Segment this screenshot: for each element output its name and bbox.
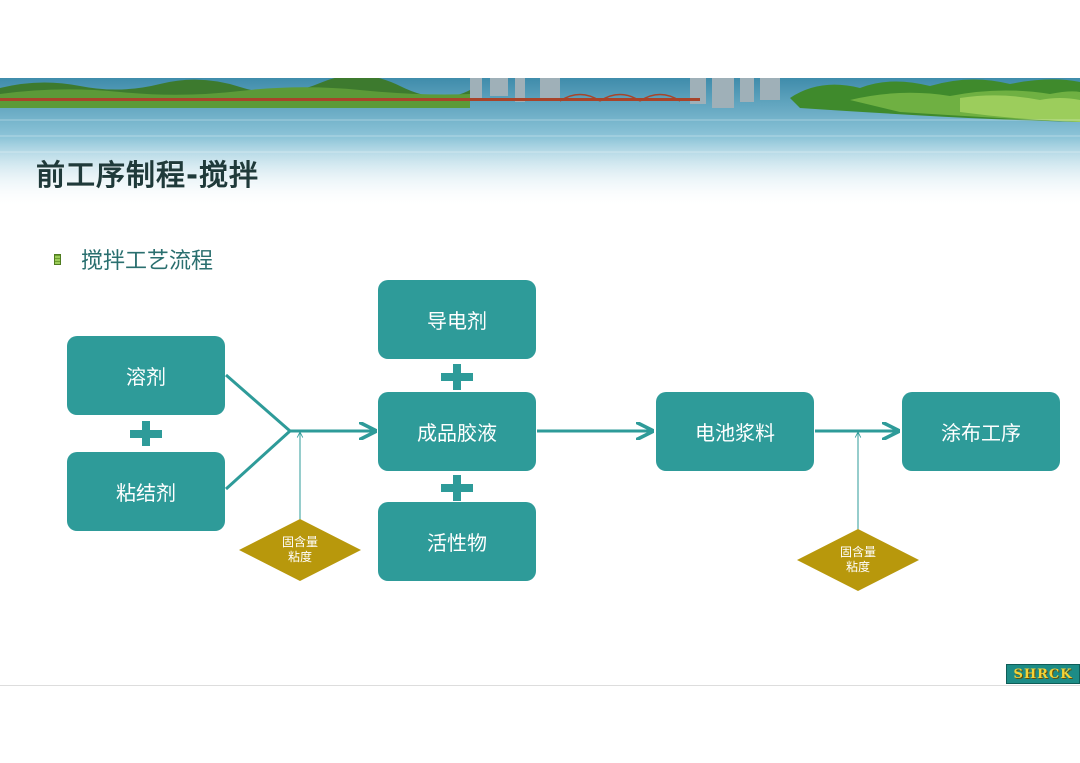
header-banner (0, 78, 1080, 208)
binder-connector (224, 429, 292, 491)
plus-icon (130, 421, 162, 446)
company-logo: SHRCK (1006, 664, 1080, 684)
right-check-label: 固含量 粘度 (797, 545, 919, 575)
river-city-scenery (0, 78, 1080, 208)
page-title: 前工序制程-搅拌 (36, 158, 260, 192)
viscosity-label: 粘度 (845, 560, 870, 574)
binder-box: 粘结剂 (67, 452, 225, 531)
battery-slurry-box: 电池浆料 (656, 392, 814, 471)
solid-content-label: 固含量 (281, 535, 318, 549)
coating-process-box: 涂布工序 (902, 392, 1060, 471)
bullet-item: 搅拌工艺流程 (54, 244, 213, 274)
plus-icon (441, 475, 473, 501)
footer-divider (0, 685, 1080, 686)
logo-text: SHRCK (1013, 666, 1073, 682)
solvent-box: 溶剂 (67, 336, 225, 415)
bullet-text: 搅拌工艺流程 (81, 249, 214, 274)
active-material-box: 活性物 (378, 502, 536, 581)
left-check-label: 固含量 粘度 (239, 535, 361, 565)
viscosity-label: 粘度 (287, 550, 312, 564)
solid-content-label: 固含量 (839, 545, 876, 559)
finished-glue-box: 成品胶液 (378, 392, 536, 471)
conductive-agent-box: 导电剂 (378, 280, 536, 359)
bullet-icon (54, 253, 61, 265)
right-check-diamond (797, 529, 919, 591)
left-check-diamond (239, 519, 361, 581)
plus-icon (441, 364, 473, 390)
solvent-connector (225, 373, 291, 433)
